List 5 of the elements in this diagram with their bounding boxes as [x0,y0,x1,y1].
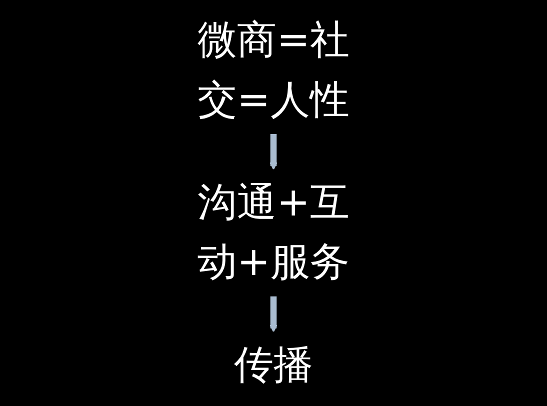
node-text: 传播 [234,342,314,388]
arrow [270,296,278,332]
node-text: 沟通+互动+服务 [197,180,350,286]
node-text: 微商=社交=人性 [197,17,350,123]
arrow [270,133,278,170]
